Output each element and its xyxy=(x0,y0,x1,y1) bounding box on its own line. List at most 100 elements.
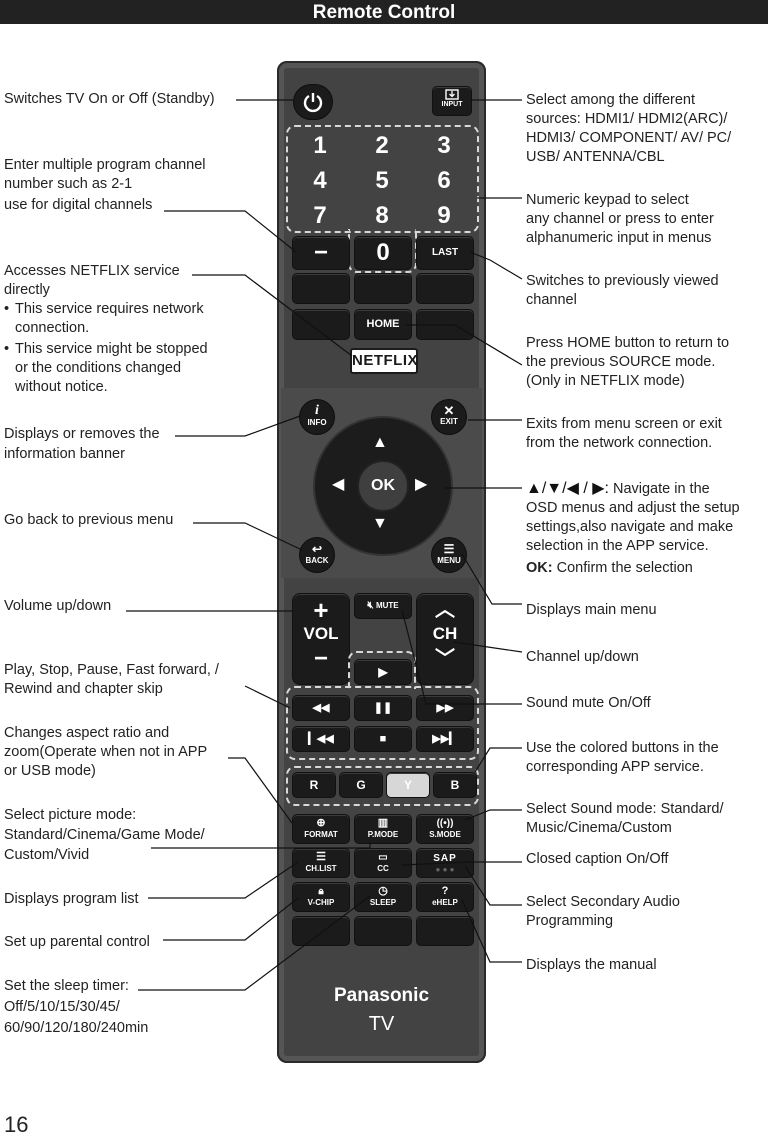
label-vchip: Set up parental control xyxy=(4,934,150,950)
blank-button-3[interactable] xyxy=(416,916,474,946)
page-header: Remote Control xyxy=(0,0,768,24)
clock-icon: ◷ xyxy=(378,885,388,897)
label-power: Switches TV On or Off (Standby) xyxy=(4,91,215,107)
chevron-down-icon: ﹀ xyxy=(435,648,455,670)
model-label: TV xyxy=(368,1013,395,1035)
rewind-button[interactable]: ◀◀ xyxy=(292,695,350,721)
cc-button[interactable]: ▭CC xyxy=(354,848,412,878)
color-button-b[interactable]: B xyxy=(433,772,477,798)
digit-8-button[interactable]: 8 xyxy=(354,201,410,231)
color-button-y[interactable]: Y xyxy=(386,772,430,798)
skip-back-button[interactable]: ▎◀◀ xyxy=(292,726,350,752)
play-button[interactable]: ▶ xyxy=(354,659,412,685)
digit-6-button[interactable]: 6 xyxy=(416,166,472,196)
brand-logo: Panasonic xyxy=(333,985,430,1006)
digit-3-button[interactable]: 3 xyxy=(416,131,472,161)
page-number: 16 xyxy=(4,1112,29,1137)
skip-forward-button[interactable]: ▶▶▎ xyxy=(416,726,474,752)
label-navigation: ▲/▼/◀ / ▶: Navigate in the OSD menus and… xyxy=(526,480,740,576)
label-sap: Select Secondary Audio Programming xyxy=(526,894,680,929)
smode-button[interactable]: ((•))S.MODE xyxy=(416,814,474,844)
digit-9-button[interactable]: 9 xyxy=(416,201,472,231)
exit-button[interactable]: ✕ EXIT xyxy=(431,399,467,435)
sleep-button[interactable]: ◷SLEEP xyxy=(354,882,412,912)
power-icon xyxy=(303,93,323,113)
picture-icon: ▥ xyxy=(377,817,389,829)
color-button-r[interactable]: R xyxy=(292,772,336,798)
power-button[interactable] xyxy=(293,84,333,120)
menu-button[interactable]: ☰ MENU xyxy=(431,537,467,573)
pmode-button[interactable]: ▥P.MODE xyxy=(354,814,412,844)
skip-forward-icon: ▶▶▎ xyxy=(432,733,458,745)
zero-button[interactable]: 0 xyxy=(354,236,412,270)
label-channel: Channel up/down xyxy=(526,649,639,665)
home-button[interactable]: HOME xyxy=(354,309,412,340)
label-numeric: Numeric keypad to select any channel or … xyxy=(526,192,714,246)
label-input: Select among the different sources: HDMI… xyxy=(526,92,732,165)
vchip-button[interactable]: 🔒︎V-CHIP xyxy=(292,882,350,912)
digit-4-button[interactable]: 4 xyxy=(292,166,348,196)
skip-back-icon: ▎◀◀ xyxy=(308,733,334,745)
input-button[interactable]: INPUT xyxy=(432,86,472,116)
label-last: Switches to previously viewed channel xyxy=(526,273,719,308)
ok-button[interactable]: OK xyxy=(357,460,409,512)
back-button[interactable]: ↩ BACK xyxy=(299,537,335,573)
fast-forward-button[interactable]: ▶▶ xyxy=(416,695,474,721)
label-cc: Closed caption On/Off xyxy=(526,851,669,867)
blank-button-1[interactable] xyxy=(292,916,350,946)
arrow-up-icon[interactable]: ▲ xyxy=(372,434,388,451)
digit-7-button[interactable]: 7 xyxy=(292,201,348,231)
pause-icon: ❚❚ xyxy=(373,702,393,714)
speaker-mute-icon: 🔇︎ xyxy=(367,600,374,611)
pause-button[interactable]: ❚❚ xyxy=(354,695,412,721)
stop-icon: ■ xyxy=(379,733,387,745)
arrow-right-icon[interactable]: ▶ xyxy=(415,476,428,493)
label-help: Displays the manual xyxy=(526,957,657,973)
chlist-button[interactable]: ☰CH.LIST xyxy=(292,848,350,878)
dash-button[interactable]: − xyxy=(292,236,350,270)
last-button[interactable]: LAST xyxy=(416,236,474,270)
menu-list-icon: ☰ xyxy=(443,542,455,556)
help-button[interactable]: ?eHELP xyxy=(416,882,474,912)
volume-rocker[interactable]: + VOL − xyxy=(292,593,350,685)
app-button-3[interactable] xyxy=(416,273,474,304)
info-button[interactable]: i INFO xyxy=(299,399,335,435)
digit-5-button[interactable]: 5 xyxy=(354,166,410,196)
color-highlight xyxy=(286,766,479,806)
back-arrow-icon: ↩ xyxy=(311,542,323,556)
blank-button-2[interactable] xyxy=(354,916,412,946)
digit-2-button[interactable]: 2 xyxy=(354,131,410,161)
label-mute: Sound mute On/Off xyxy=(526,695,651,711)
app-button-4[interactable] xyxy=(292,309,350,340)
close-icon: ✕ xyxy=(443,403,455,418)
format-icon: ⊕ xyxy=(316,817,326,829)
channel-rocker[interactable]: ︿ CH ﹀ xyxy=(416,593,474,685)
color-button-g[interactable]: G xyxy=(339,772,383,798)
arrow-left-icon[interactable]: ◀ xyxy=(332,476,345,493)
format-button[interactable]: ⊕FORMAT xyxy=(292,814,350,844)
label-format: Changes aspect ratio and zoom(Operate wh… xyxy=(4,725,208,779)
label-back: Go back to previous menu xyxy=(4,512,174,528)
label-netflix: Accesses NETFLIX service directly This s… xyxy=(4,262,208,397)
label-info: Displays or removes the information bann… xyxy=(4,426,160,462)
arrow-down-icon[interactable]: ▼ xyxy=(372,515,388,532)
fast-forward-icon: ▶▶ xyxy=(436,702,454,714)
label-home: Press HOME button to return to the previ… xyxy=(526,335,730,389)
label-smode: Select Sound mode: Standard/ Music/Cinem… xyxy=(526,801,724,836)
stop-button[interactable]: ■ xyxy=(354,726,412,752)
app-button-1[interactable] xyxy=(292,273,350,304)
numeric-highlight xyxy=(286,125,479,233)
chevron-up-icon: ︿ xyxy=(435,599,455,621)
app-button-2[interactable] xyxy=(354,273,412,304)
list-icon: ☰ xyxy=(316,851,326,863)
play-highlight xyxy=(348,651,416,689)
label-sleep: Set the sleep timer: Off/5/10/15/30/45/ … xyxy=(4,978,149,1036)
transport-highlight xyxy=(286,686,479,760)
digit-1-button[interactable]: 1 xyxy=(292,131,348,161)
label-chlist: Displays program list xyxy=(4,891,139,907)
netflix-button[interactable]: NETFLIX xyxy=(350,348,418,374)
label-exit: Exits from menu screen or exit from the … xyxy=(526,416,722,451)
dots-icon: ● ● ● xyxy=(435,865,455,874)
mute-button[interactable]: 🔇︎ MUTE xyxy=(354,593,412,619)
